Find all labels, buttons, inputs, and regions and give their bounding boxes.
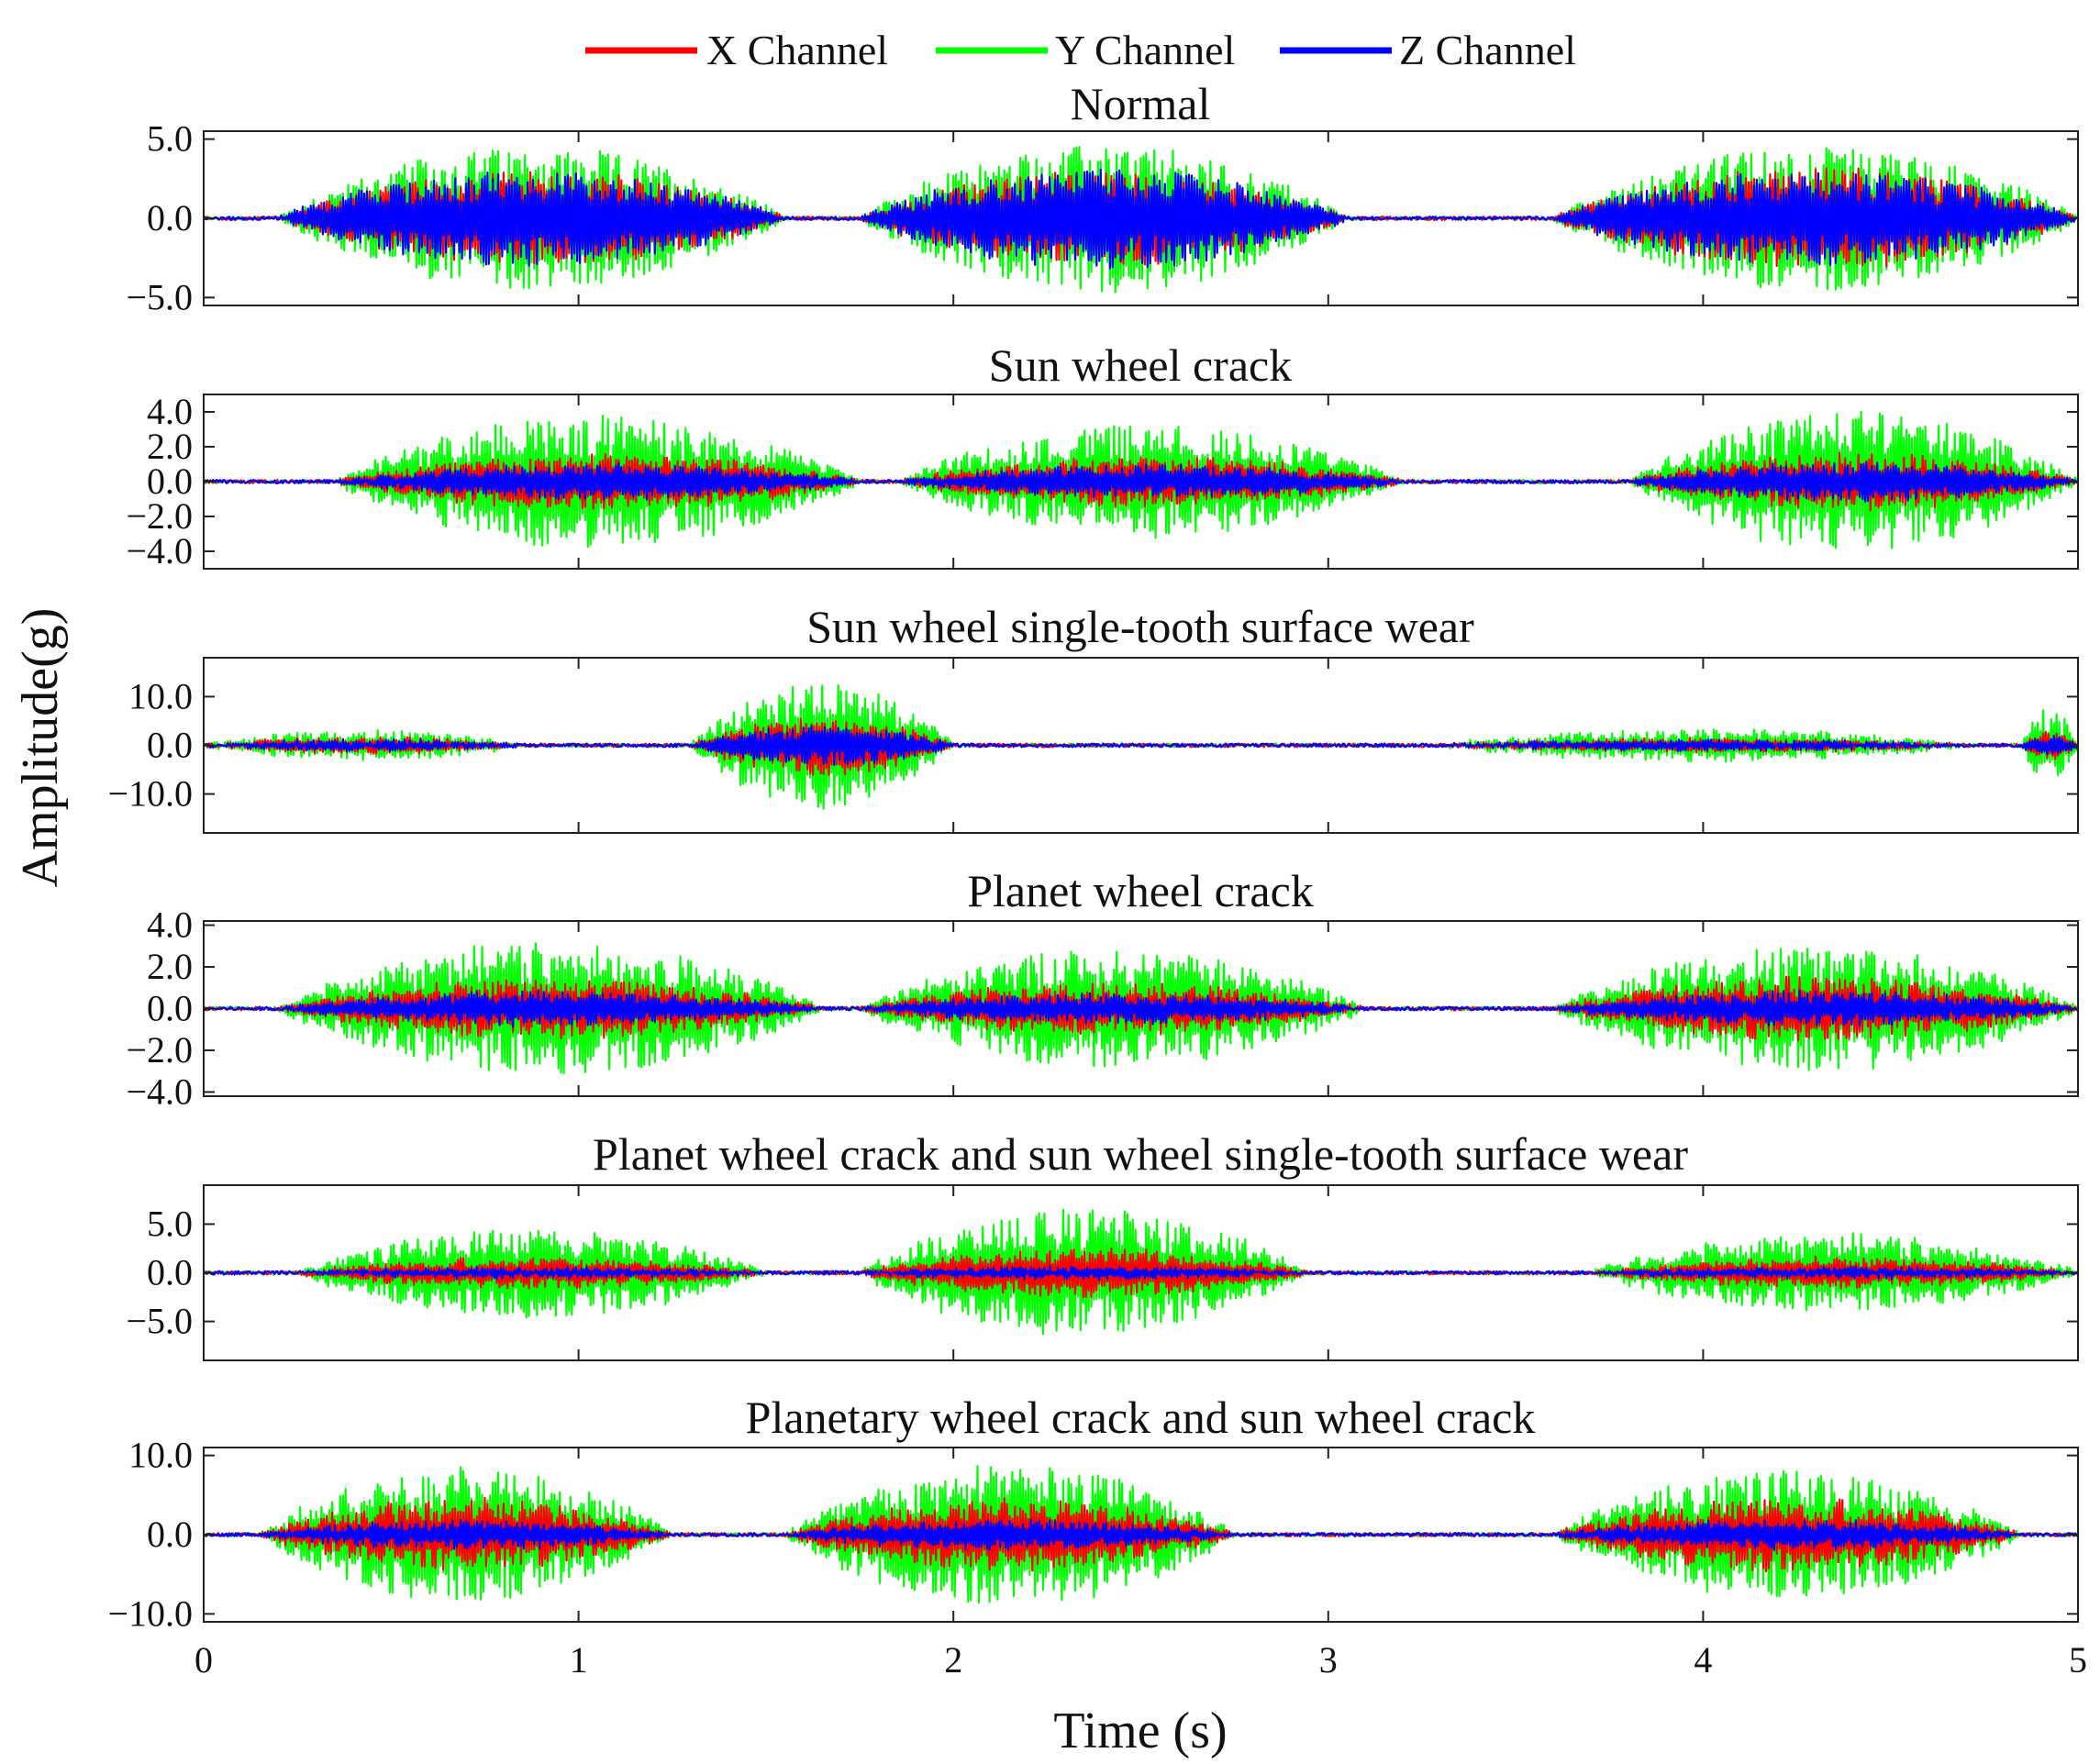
legend-label-x: X Channel [706, 27, 888, 73]
panel-sun-wheel-crack: Sun wheel crack −4.0−2.00.02.04.0 [126, 339, 2079, 571]
panel-normal: Normal −5.0 0.0 5.0 [126, 78, 2079, 317]
panel-sun-wheel-surface-wear: Sun wheel single-tooth surface wear −10.… [107, 601, 2079, 834]
z-channel-trace [204, 989, 2078, 1028]
z-channel-trace [204, 1265, 2078, 1281]
y-axis-label: Amplitude(g) [12, 608, 69, 888]
z-channel-trace [204, 461, 2078, 503]
y-tick-label: 10.0 [128, 675, 193, 716]
panel-traces [204, 410, 2078, 549]
y-tick-label: −2.0 [126, 495, 193, 537]
y-tick-label: 4.0 [147, 391, 193, 432]
panel-planetary-crack-sun-crack: Planetary wheel crack and sun wheel crac… [107, 1392, 2079, 1634]
x-tick-label: 0 [194, 1639, 213, 1681]
y-tick-label: −2.0 [126, 1029, 193, 1071]
x-channel-trace [204, 1496, 2078, 1573]
panel-title: Planet wheel crack [967, 865, 1314, 916]
y-tick-label: −10.0 [107, 773, 193, 815]
y-tick-label: −5.0 [126, 276, 193, 317]
x-tick-label: 1 [570, 1639, 588, 1681]
panel-title: Planet wheel crack and sun wheel single-… [593, 1128, 1688, 1180]
y-tick-label: 0.0 [147, 460, 193, 502]
z-channel-trace [204, 168, 2078, 270]
legend-label-y: Y Channel [1055, 27, 1235, 73]
y-tick-label: −5.0 [126, 1301, 193, 1342]
legend-label-z: Z Channel [1399, 27, 1576, 73]
y-tick-label: 5.0 [147, 118, 193, 160]
y-tick-label: −4.0 [126, 530, 193, 571]
x-tick-label: 5 [2069, 1639, 2087, 1681]
y-tick-label: 5.0 [147, 1203, 193, 1244]
legend-entry-z: Z Channel [1280, 27, 1576, 73]
x-axis-label: Time (s) [1053, 1703, 1227, 1759]
y-tick-label: −10.0 [107, 1592, 193, 1634]
y-tick-label: 10.0 [128, 1435, 193, 1476]
x-tick-label: 3 [1319, 1639, 1338, 1681]
panel-traces [204, 146, 2078, 294]
panel-title: Planetary wheel crack and sun wheel crac… [746, 1392, 1536, 1443]
y-tick-label: 0.0 [147, 1514, 193, 1555]
panel-planet-wheel-crack: Planet wheel crack −4.0−2.00.02.04.0 [126, 865, 2079, 1112]
panel-title: Normal [1071, 78, 1211, 129]
x-tick-label: 4 [1694, 1639, 1712, 1681]
y-tick-label: −4.0 [126, 1071, 193, 1112]
panel-traces [204, 1208, 2078, 1336]
panel-planet-crack-sun-wear: Planet wheel crack and sun wheel single-… [126, 1128, 2079, 1361]
y-tick-label: 2.0 [147, 426, 193, 467]
x-axis: 0 1 2 3 4 5 [194, 1639, 2087, 1681]
z-channel-trace [204, 725, 2078, 767]
y-tick-label: 0.0 [147, 725, 193, 766]
z-channel-trace [204, 1518, 2078, 1551]
panel-title: Sun wheel single-tooth surface wear [806, 601, 1474, 652]
y-tick-label: 2.0 [147, 946, 193, 987]
y-tick-label: 0.0 [147, 1252, 193, 1293]
panel-traces [204, 1465, 2078, 1604]
panel-traces [204, 684, 2078, 810]
legend-entry-x: X Channel [585, 27, 888, 73]
legend-entry-y: Y Channel [936, 27, 1235, 73]
y-tick-label: 0.0 [147, 988, 193, 1029]
legend: X Channel Y Channel Z Channel [585, 27, 1576, 73]
panel-title: Sun wheel crack [989, 339, 1292, 391]
x-tick-label: 2 [944, 1639, 962, 1681]
panel-traces [204, 942, 2078, 1075]
y-tick-label: 4.0 [147, 904, 193, 946]
y-tick-label: 0.0 [147, 197, 193, 239]
